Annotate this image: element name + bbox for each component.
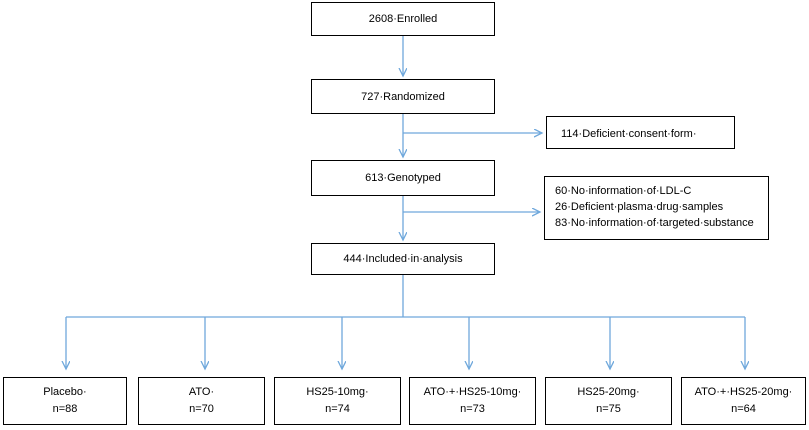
group-count: n=74: [325, 403, 350, 415]
group-count: n=64: [731, 403, 756, 415]
group-box-ato-hs25-10: ATO·+·HS25-10mg· n=73: [409, 377, 536, 425]
group-name: HS25-20mg·: [577, 386, 640, 398]
group-name: ATO·+·HS25-20mg·: [694, 386, 793, 398]
consent-exclusion-label: 114·Deficient·consent·form·: [561, 128, 697, 140]
data-exclusion-box: 60·No·information·of·LDL-C 26·Deficient·…: [544, 176, 769, 240]
exclusion-item: 83·No·information·of·targeted·substance: [555, 217, 754, 229]
genotyped-label: 613·Genotyped: [365, 172, 441, 184]
group-count: n=70: [189, 403, 214, 415]
group-name: ATO·: [188, 386, 215, 398]
included-box: 444·Included·in·analysis: [311, 243, 495, 275]
group-count: n=75: [596, 403, 621, 415]
group-box-hs25-10: HS25-10mg· n=74: [274, 377, 401, 425]
enrolled-label: 2608·Enrolled: [368, 13, 438, 25]
randomized-box: 727·Randomized: [311, 79, 495, 114]
group-box-hs25-20: HS25-20mg· n=75: [545, 377, 672, 425]
randomized-label: 727·Randomized: [361, 91, 445, 103]
exclusion-item: 60·No·information·of·LDL-C: [555, 185, 692, 197]
group-box-ato-hs25-20: ATO·+·HS25-20mg· n=64: [681, 377, 806, 425]
genotyped-box: 613·Genotyped: [311, 160, 495, 196]
exclusion-item: 26·Deficient·plasma·drug·samples: [555, 201, 724, 213]
group-box-placebo: Placebo· n=88: [3, 377, 127, 425]
group-count: n=73: [460, 403, 485, 415]
group-count: n=88: [52, 403, 78, 415]
consent-exclusion-box: 114·Deficient·consent·form·: [546, 116, 735, 149]
enrolled-box: 2608·Enrolled: [311, 2, 495, 36]
group-name: HS25-10mg·: [306, 386, 369, 398]
group-box-ato: ATO· n=70: [138, 377, 265, 425]
group-name: Placebo·: [43, 386, 87, 398]
group-name: ATO·+·HS25-10mg·: [423, 386, 522, 398]
included-label: 444·Included·in·analysis: [343, 253, 463, 265]
